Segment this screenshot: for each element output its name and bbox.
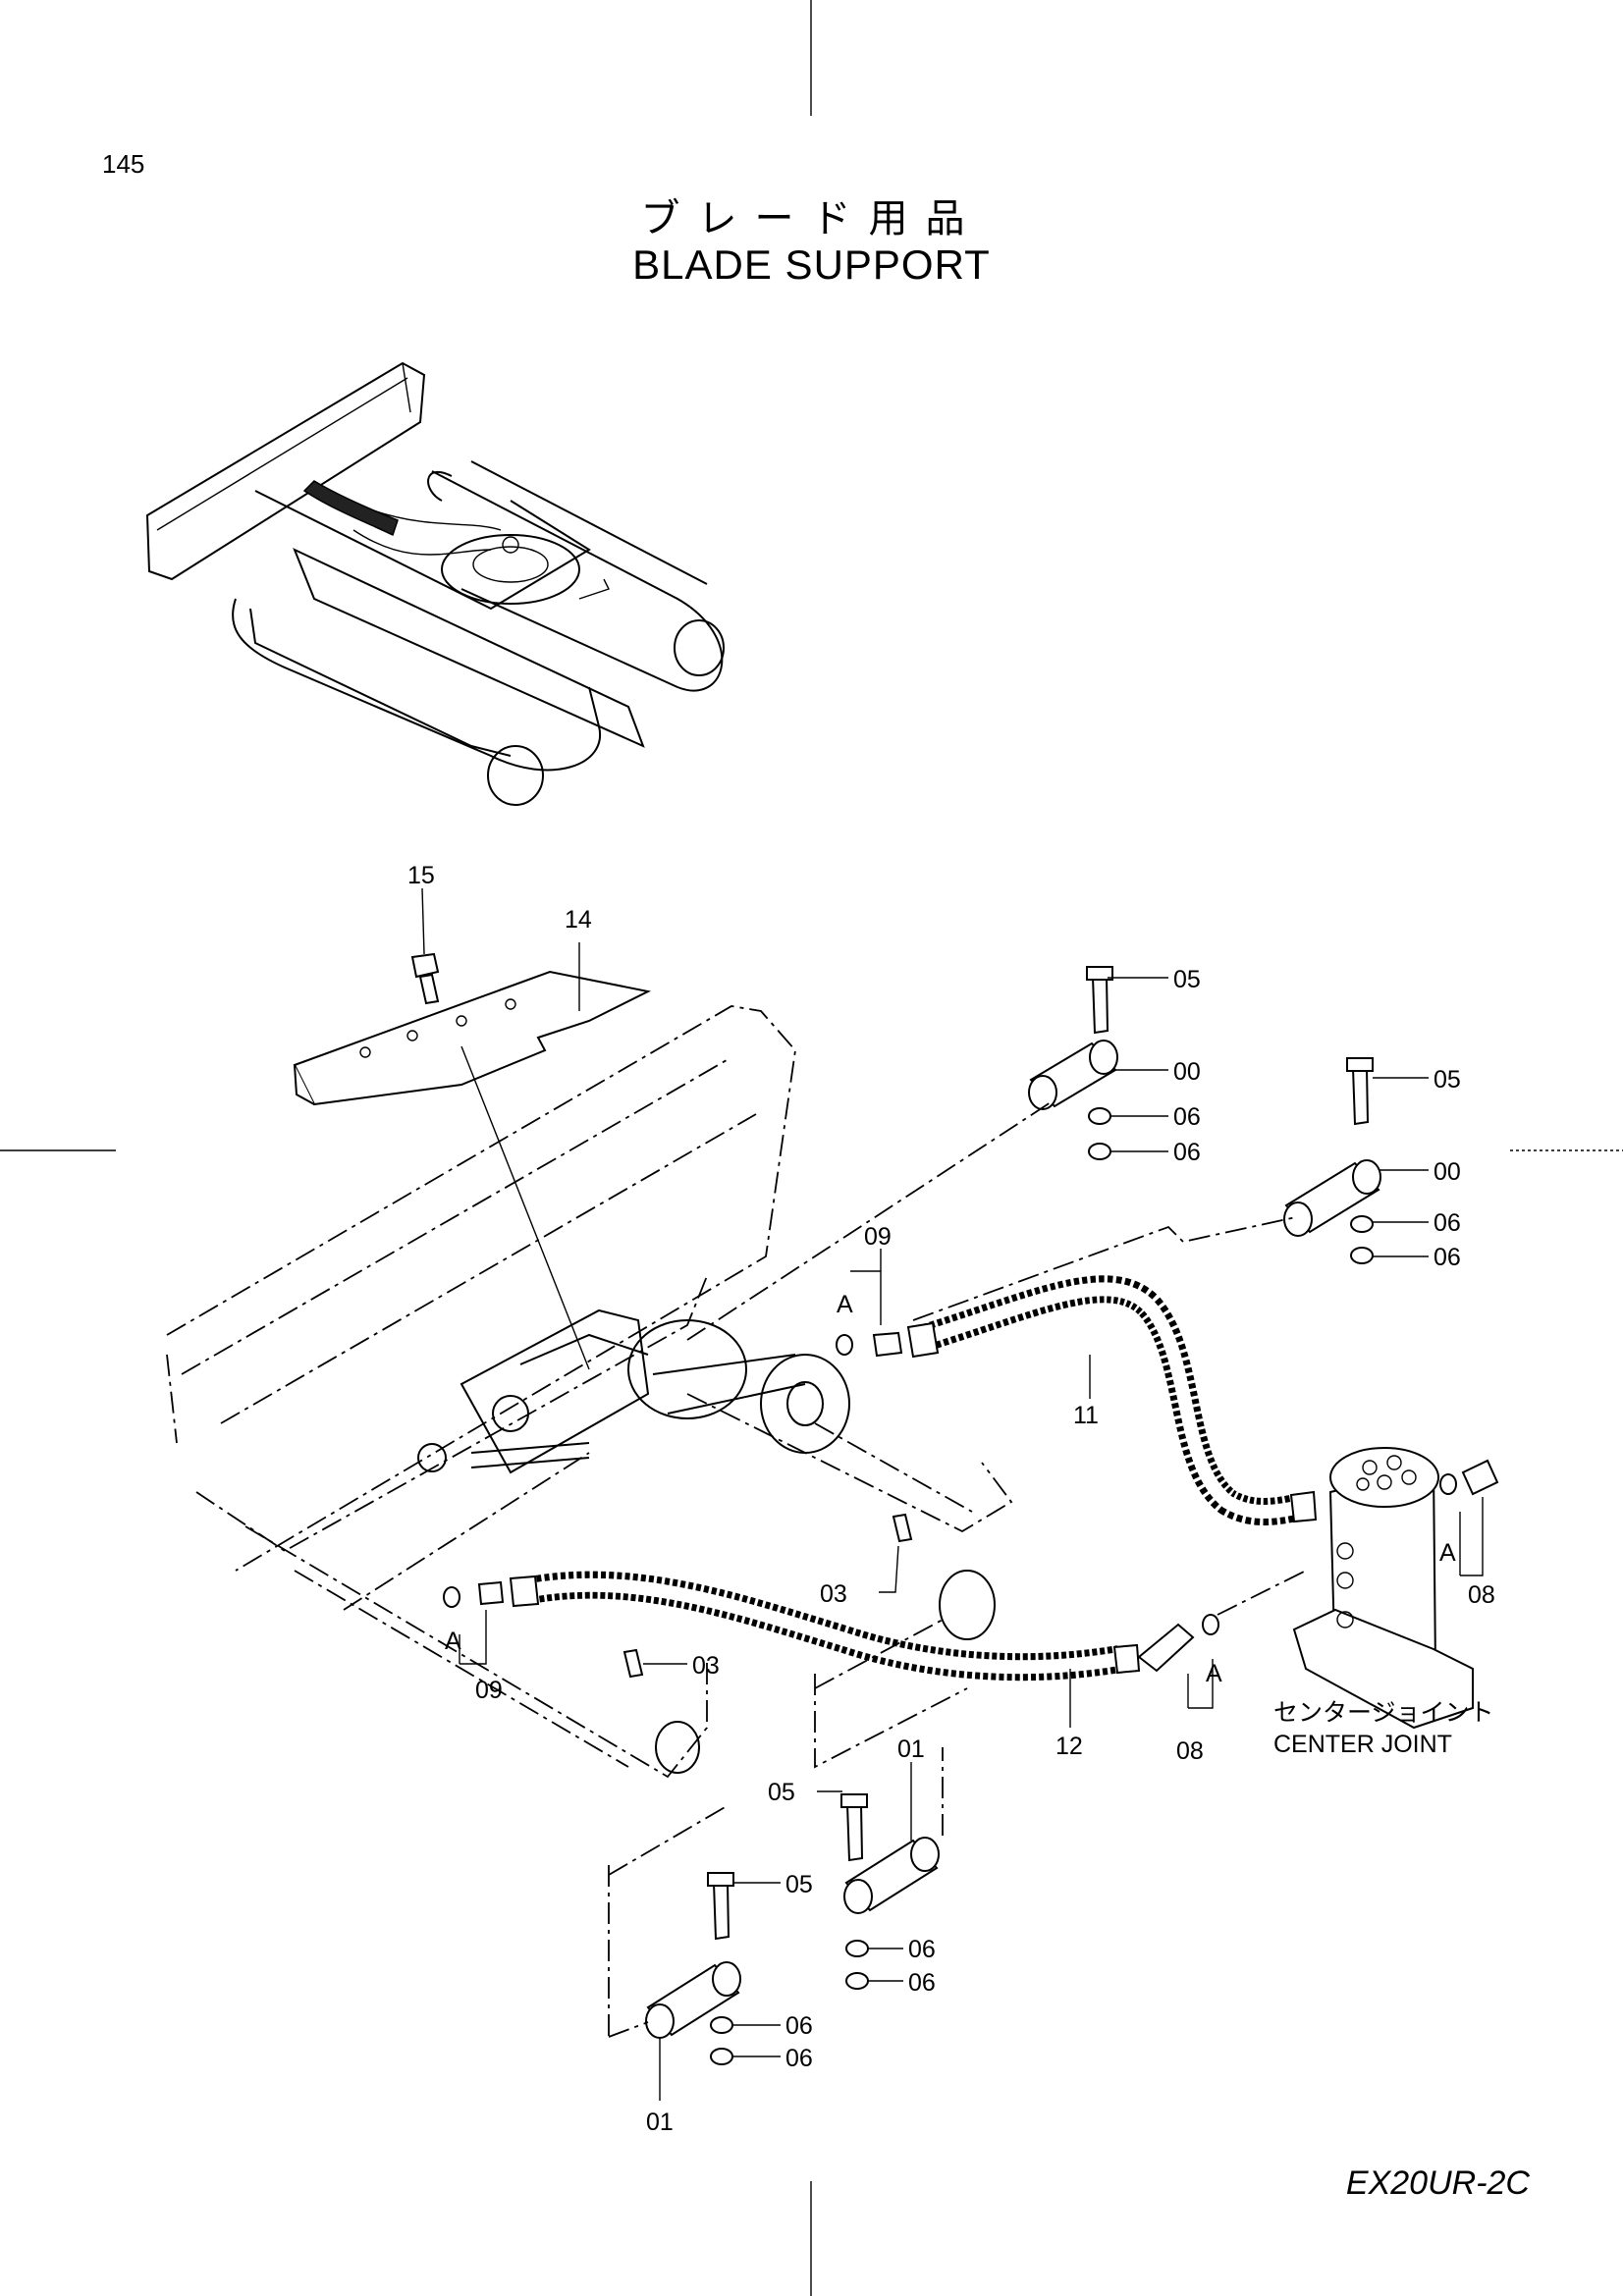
callout-11: 11 <box>1073 1402 1099 1429</box>
callout-05-lower-right: 05 <box>768 1779 795 1806</box>
page-title-english: BLADE SUPPORT <box>632 241 991 288</box>
page-title-japanese: ブレード用品 <box>640 196 983 241</box>
ref-mark-a-joint: A <box>1439 1539 1456 1567</box>
ref-mark-a-bottom: A <box>1206 1660 1222 1687</box>
callout-03-lower: 03 <box>692 1652 720 1680</box>
grease-fitting-upper <box>892 1513 913 1543</box>
callout-06-lower-left-b: 06 <box>785 2045 813 2072</box>
callout-08-right: 08 <box>1468 1581 1495 1609</box>
bolt-15 <box>410 952 440 1005</box>
callout-06-upper-2a: 06 <box>1434 1209 1461 1237</box>
reference-marks: A A A A <box>445 1291 1456 1687</box>
center-joint-label-english: CENTER JOINT <box>1273 1731 1452 1758</box>
callout-06-lower-right-b: 06 <box>908 1969 936 1997</box>
callout-06-upper-2b: 06 <box>1434 1244 1461 1271</box>
callout-01-left: 01 <box>646 2109 674 2136</box>
callout-03-upper: 03 <box>820 1580 847 1608</box>
callout-09-lower: 09 <box>475 1677 503 1704</box>
callout-06-lower-right-a: 06 <box>908 1936 936 1963</box>
pin-assembly-upper-2 <box>1283 1057 1381 1264</box>
grease-fitting-lower <box>622 1648 644 1679</box>
pin-assembly-lower-1 <box>840 1793 940 1990</box>
callout-09-upper: 09 <box>864 1223 892 1251</box>
callout-12: 12 <box>1055 1733 1083 1760</box>
callout-06-upper-1a: 06 <box>1173 1103 1201 1131</box>
ref-mark-a-lower: A <box>445 1628 461 1655</box>
pin-assembly-upper-1 <box>1028 966 1118 1160</box>
center-joint-label-japanese: センタージョイント <box>1273 1698 1494 1727</box>
center-joint <box>1292 1447 1499 1730</box>
hose-11 <box>836 1275 1318 1525</box>
callout-06-upper-1b: 06 <box>1173 1139 1201 1166</box>
callout-05-upper-1: 05 <box>1173 966 1201 993</box>
callout-labels: 15 14 05 00 06 06 05 00 06 06 09 11 03 0… <box>407 862 1495 2136</box>
callout-00-upper-1: 00 <box>1173 1058 1201 1086</box>
ref-mark-a-upper: A <box>837 1291 853 1318</box>
page-number: 145 <box>102 149 145 179</box>
callout-05-lower-left: 05 <box>785 1871 813 1898</box>
support-plate <box>293 970 652 1370</box>
callout-15: 15 <box>407 862 435 889</box>
callout-05-upper-2: 05 <box>1434 1066 1461 1094</box>
callout-14: 14 <box>565 906 592 934</box>
pin-assembly-lower-2 <box>645 1872 741 2065</box>
callout-00-upper-2: 00 <box>1434 1158 1461 1186</box>
machine-overview-illustration <box>145 361 725 806</box>
assembly-lines <box>343 1101 1307 2042</box>
callout-01-right: 01 <box>897 1735 925 1763</box>
blade-structure <box>166 1005 1013 1779</box>
callout-08-bottom: 08 <box>1176 1737 1204 1765</box>
leader-lines <box>421 887 1484 2101</box>
model-label: EX20UR-2C <box>1345 2164 1530 2202</box>
hose-12 <box>443 1571 1219 1682</box>
callout-06-lower-left-a: 06 <box>785 2012 813 2040</box>
